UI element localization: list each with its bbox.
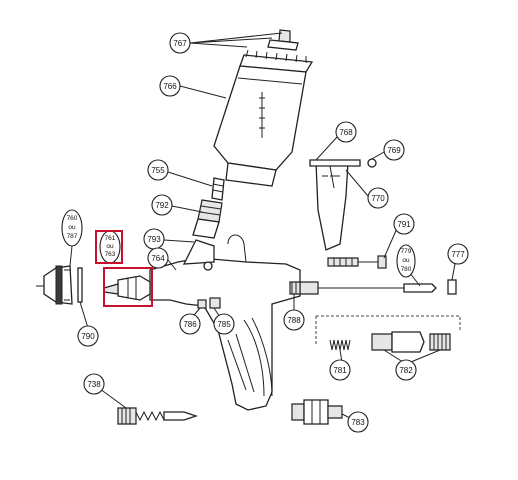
svg-text:738: 738: [87, 380, 101, 389]
callout-760-787: 760 ou 787: [61, 209, 83, 247]
callout-768: 768: [335, 121, 357, 143]
highlight-box-761-763: [95, 230, 123, 264]
svg-text:786: 786: [183, 320, 197, 329]
svg-text:767: 767: [173, 39, 187, 48]
callout-792: 792: [151, 194, 173, 216]
paint-cup: [213, 49, 314, 187]
svg-text:769: 769: [387, 146, 401, 155]
svg-text:779: 779: [401, 248, 412, 255]
svg-text:766: 766: [163, 82, 177, 91]
svg-text:761: 761: [105, 235, 116, 242]
svg-text:ou: ou: [68, 224, 76, 231]
callout-766: 766: [159, 75, 181, 97]
callout-755: 755: [147, 159, 169, 181]
svg-text:755: 755: [151, 166, 165, 175]
callout-785: 785: [213, 313, 235, 335]
callout-764: 764: [147, 247, 169, 269]
svg-text:788: 788: [287, 316, 301, 325]
needle-packing: [289, 281, 301, 295]
callout-769: 769: [383, 139, 405, 161]
svg-text:781: 781: [333, 366, 347, 375]
svg-text:787: 787: [67, 233, 78, 240]
trigger-assembly: [309, 158, 377, 251]
callout-761-763: 761 ou 763: [99, 230, 121, 264]
svg-text:791: 791: [397, 220, 411, 229]
air-fitting: [291, 399, 343, 425]
svg-text:ou: ou: [402, 257, 410, 264]
callout-777: 777: [447, 243, 469, 265]
callout-767: 767: [169, 32, 191, 54]
svg-text:792: 792: [155, 201, 169, 210]
svg-text:782: 782: [399, 366, 413, 375]
highlight-box-nozzle: [103, 267, 153, 307]
cup-filter: [211, 177, 225, 201]
svg-text:770: 770: [371, 194, 385, 203]
svg-text:790: 790: [81, 332, 95, 341]
svg-text:785: 785: [217, 320, 231, 329]
callout-770: 770: [367, 187, 389, 209]
callout-793: 793: [143, 228, 165, 250]
svg-text:ou: ou: [106, 243, 114, 250]
air-valve-parts: [197, 297, 221, 309]
callout-783: 783: [347, 411, 369, 433]
air-control-valve: [117, 407, 199, 425]
callout-791: 791: [393, 213, 415, 235]
callout-788: 788: [283, 309, 305, 331]
callout-782: 782: [395, 359, 417, 381]
callout-738: 738: [83, 373, 105, 395]
callout-786: 786: [179, 313, 201, 335]
fluid-nozzle: [103, 275, 151, 301]
needle-valve-rod: [327, 255, 387, 269]
svg-text:793: 793: [147, 235, 161, 244]
cup-adapter: [192, 199, 223, 239]
svg-text:763: 763: [105, 251, 116, 258]
needle-spring-and-knob: [329, 331, 451, 353]
air-cap: [36, 265, 83, 305]
fluid-needle: [299, 279, 457, 295]
callout-779-780: 779 ou 780: [396, 244, 416, 278]
svg-text:783: 783: [351, 418, 365, 427]
lid-vent-cap: [267, 29, 299, 51]
dashed-leader-needle: [316, 315, 461, 330]
callout-781: 781: [329, 359, 351, 381]
callout-790: 790: [77, 325, 99, 347]
svg-text:764: 764: [151, 254, 165, 263]
svg-text:777: 777: [451, 250, 465, 259]
svg-text:780: 780: [401, 266, 412, 273]
svg-text:768: 768: [339, 128, 353, 137]
svg-text:760: 760: [67, 215, 78, 222]
